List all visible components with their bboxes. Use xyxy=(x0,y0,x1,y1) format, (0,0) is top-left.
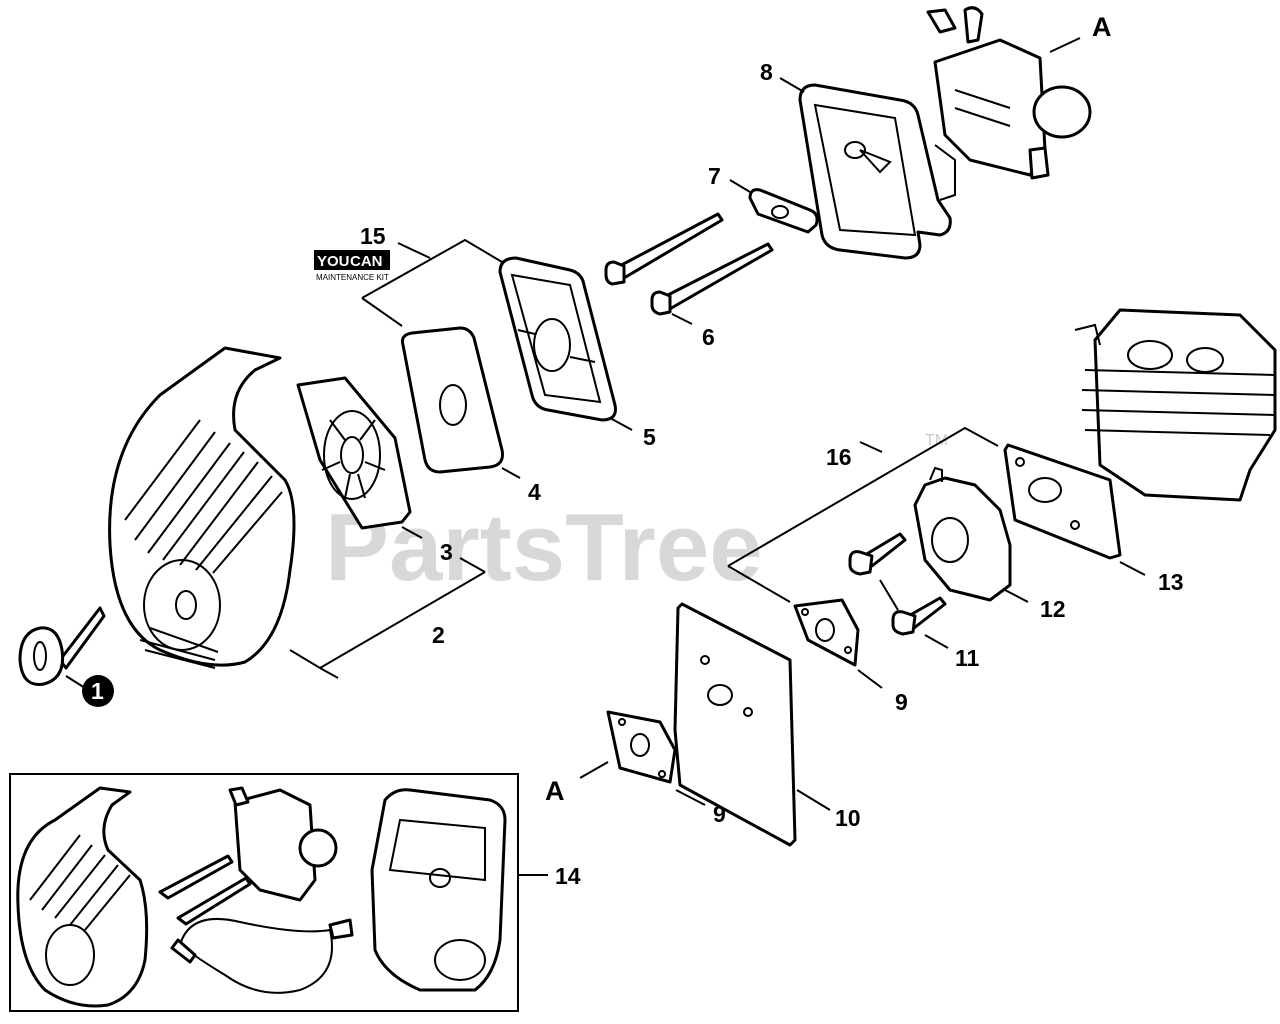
callout-2[interactable]: 2 xyxy=(432,622,445,648)
part-5-filter-frame[interactable] xyxy=(498,256,617,422)
part-7-spacer[interactable] xyxy=(748,188,819,234)
part-3-filter-holder[interactable] xyxy=(296,376,412,530)
callout-9-lower[interactable]: 9 xyxy=(713,801,726,827)
part-9-lower-gasket[interactable] xyxy=(606,710,677,784)
part-1-knob[interactable] xyxy=(18,606,106,686)
part-12-insulator[interactable] xyxy=(913,466,1012,602)
part-9-upper-gasket[interactable] xyxy=(793,598,860,667)
part-8-filter-base[interactable] xyxy=(798,83,956,260)
callout-15[interactable]: 15 xyxy=(360,223,386,249)
callout-3[interactable]: 3 xyxy=(440,539,453,565)
callout-10[interactable]: 10 xyxy=(835,805,861,831)
part-6-bolts[interactable] xyxy=(604,212,774,316)
callout-12[interactable]: 12 xyxy=(1040,596,1066,622)
part-10-gasket[interactable] xyxy=(673,602,797,847)
callout-1-circle xyxy=(82,675,114,707)
badge-can-text: CAN xyxy=(350,253,383,270)
cylinder[interactable] xyxy=(1074,308,1277,502)
badge-you-text: YOU xyxy=(317,253,350,270)
part-2-cover[interactable] xyxy=(108,346,296,669)
badge-caption-text: MAINTENANCE KIT xyxy=(316,273,389,282)
callout-11[interactable]: 11 xyxy=(955,645,980,671)
callout-5[interactable]: 5 xyxy=(643,424,656,450)
callout-a-top[interactable]: A xyxy=(1092,12,1112,42)
callout-8[interactable]: 8 xyxy=(760,59,773,85)
part-4-filter[interactable] xyxy=(400,326,504,474)
callout-7[interactable]: 7 xyxy=(708,163,721,189)
part-11-bolts[interactable] xyxy=(848,532,947,636)
leader-lines xyxy=(65,37,1146,876)
part-13-gasket[interactable] xyxy=(1003,443,1122,560)
maintenance-kit-badge: YOU CAN MAINTENANCE KIT xyxy=(314,250,390,282)
callout-14[interactable]: 14 xyxy=(555,863,581,889)
callout-6[interactable]: 6 xyxy=(702,324,715,350)
watermark-tm: TM xyxy=(925,432,948,449)
callout-labels: 1 2 3 4 5 6 7 8 A 15 16 13 12 11 9 10 9 … xyxy=(82,12,1184,889)
callout-a-bottom[interactable]: A xyxy=(545,776,565,806)
callout-4[interactable]: 4 xyxy=(528,479,541,505)
callout-1[interactable]: 1 xyxy=(91,678,104,704)
callout-9-upper[interactable]: 9 xyxy=(895,689,908,715)
carburetor[interactable] xyxy=(926,6,1092,180)
callout-16[interactable]: 16 xyxy=(826,444,852,470)
callout-13[interactable]: 13 xyxy=(1158,569,1184,595)
part-14-kit-box[interactable] xyxy=(9,773,519,1012)
